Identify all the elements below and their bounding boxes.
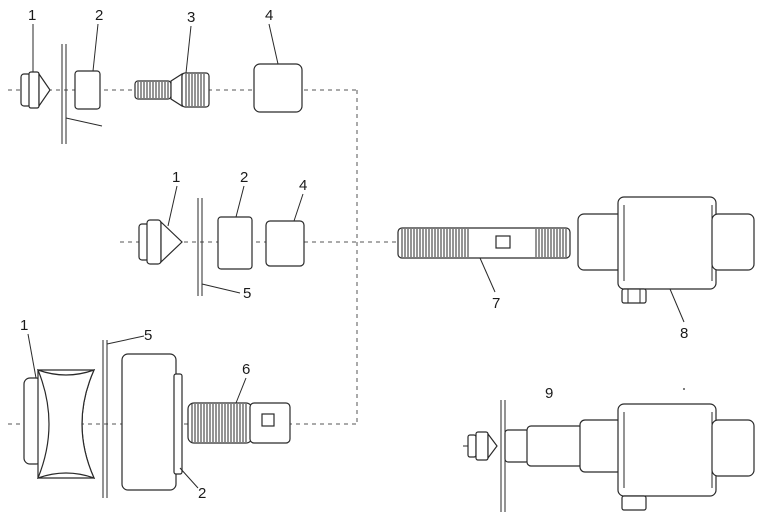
label-bottom-1: 1 [20, 317, 28, 334]
top-row: 1 2 3 4 [20, 7, 303, 144]
bottom-cup-nut [23, 368, 96, 480]
label-part-8: 8 [680, 325, 688, 342]
label-mid-1: 1 [172, 169, 180, 186]
label-top-4: 4 [265, 7, 273, 24]
label-mid-4: 4 [299, 177, 307, 194]
bottom-large-washer [121, 353, 183, 491]
label-top-1: 1 [28, 7, 36, 24]
top-threaded-stud [134, 72, 210, 108]
mid-mounting-plate [197, 198, 203, 296]
top-cone-nut [20, 71, 51, 109]
mid-cone-nut [138, 219, 183, 265]
bottom-mounting-plate [102, 340, 108, 498]
label-bottom-6: 6 [242, 361, 250, 378]
middle-row: 1 2 4 5 [138, 169, 307, 302]
load-cell-8: 8 [577, 196, 755, 342]
threaded-rod-7: 7 [397, 227, 571, 312]
mid-washer [217, 216, 253, 270]
mid-block [265, 220, 305, 267]
label-top-3: 3 [187, 9, 195, 26]
rod-square-hole [495, 235, 511, 249]
label-mid-2: 2 [240, 169, 248, 186]
label-part-9: 9 [545, 385, 553, 402]
label-bottom-2: 2 [198, 485, 206, 502]
bottom-threaded-stud [187, 402, 291, 444]
top-washer [74, 70, 101, 110]
bottom-row: 1 5 6 2 [20, 317, 291, 502]
label-mid-5: 5 [243, 285, 251, 302]
top-block [253, 63, 303, 113]
label-top-2: 2 [95, 7, 103, 24]
label-bottom-5: 5 [144, 327, 152, 344]
top-mounting-plate [61, 44, 103, 144]
label-part-7: 7 [492, 295, 500, 312]
assembled-view-9: 9 [463, 385, 755, 512]
